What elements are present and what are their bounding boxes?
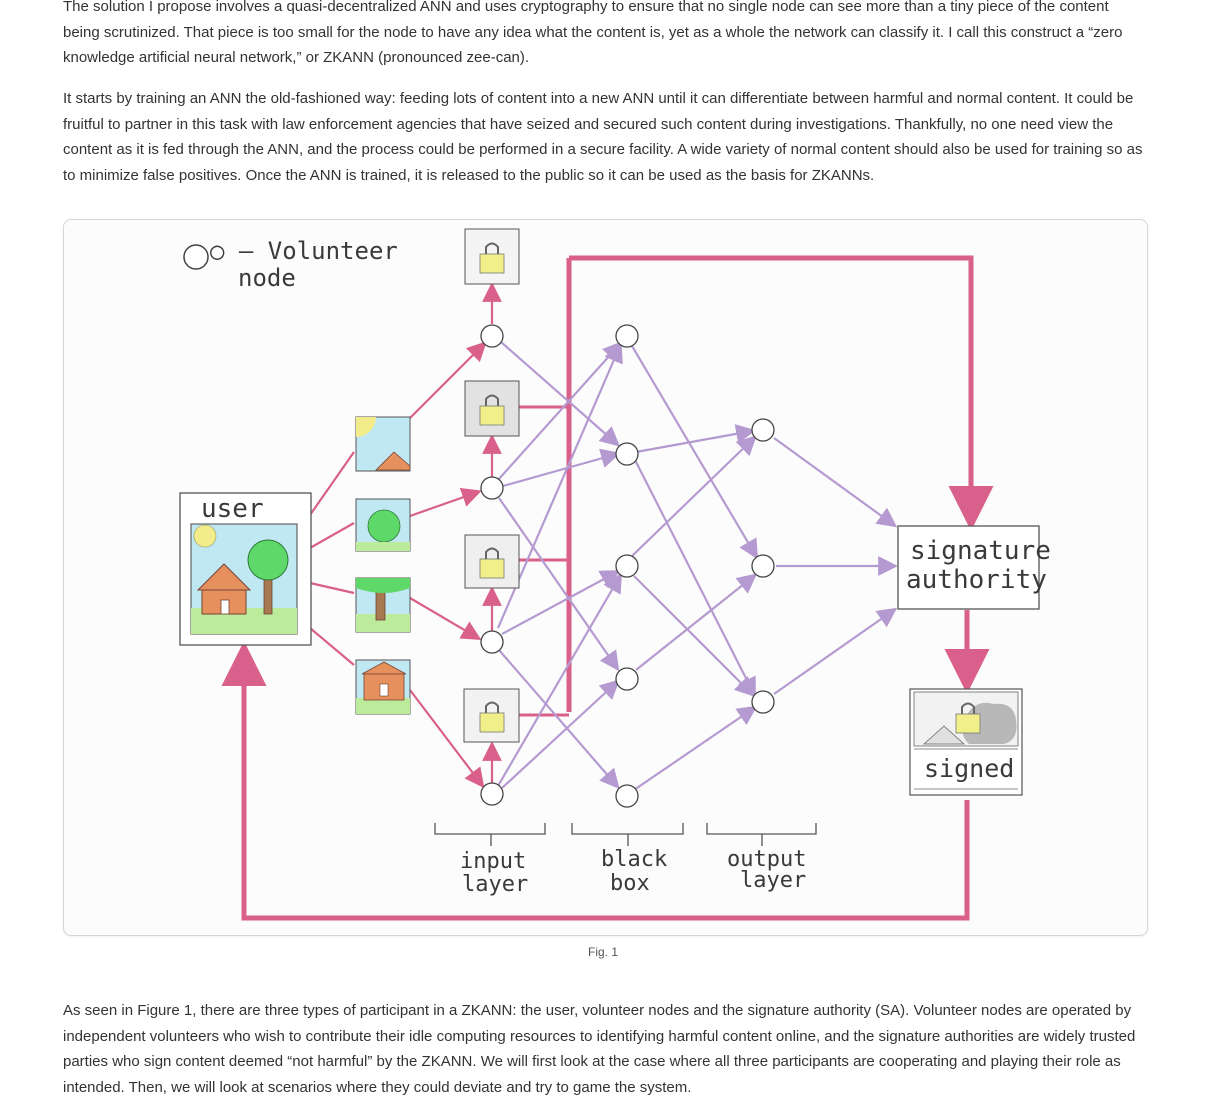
input-node xyxy=(480,782,504,806)
hidden-node xyxy=(615,667,639,691)
hidden-node xyxy=(615,442,639,466)
output-node xyxy=(751,418,775,442)
sa-label-line1: signature xyxy=(910,536,1051,566)
input-node xyxy=(480,476,504,500)
output-layer-label-line1: output xyxy=(727,847,806,872)
network-connections xyxy=(496,341,898,791)
figure-1-diagram: ○ – Volunteer node xyxy=(63,219,1148,936)
content-piece-tree xyxy=(355,498,411,552)
paragraph-solution: The solution I propose involves a quasi-… xyxy=(63,0,1123,67)
input-layer-label-line1: input xyxy=(460,849,526,874)
input-layer-label-line2: layer xyxy=(462,872,528,897)
input-node xyxy=(480,324,504,348)
user-label: user xyxy=(201,494,264,524)
paragraph-training: It starts by training an ANN the old-fas… xyxy=(63,90,1143,184)
figure-caption: Fig. 1 xyxy=(587,945,618,959)
output-node xyxy=(751,690,775,714)
user-content-image xyxy=(190,523,298,635)
hidden-node xyxy=(615,554,639,578)
content-piece-sun xyxy=(355,416,411,472)
encrypted-piece-3 xyxy=(464,534,520,589)
output-node xyxy=(751,554,775,578)
output-layer-label-line2: layer xyxy=(740,868,806,893)
input-node xyxy=(480,630,504,654)
signature-flow-lines xyxy=(221,255,994,921)
paragraph-participants: As seen in Figure 1, there are three typ… xyxy=(63,1002,1136,1096)
black-box-bracket xyxy=(571,823,684,846)
legend-label-line1: ○ – Volunteer xyxy=(210,237,398,265)
input-layer-bracket xyxy=(434,823,546,846)
content-piece-trunk xyxy=(355,577,411,633)
signed-label: signed xyxy=(924,754,1014,783)
black-box-nodes xyxy=(615,324,639,808)
hidden-node xyxy=(615,324,639,348)
legend-node-circle-icon xyxy=(183,244,209,270)
output-layer-nodes xyxy=(751,418,775,714)
encrypted-piece-2 xyxy=(464,380,520,437)
user-box: user xyxy=(179,492,312,646)
encrypted-piece-1 xyxy=(464,228,520,285)
signature-authority-box: signature authority xyxy=(897,525,1051,610)
input-layer-nodes xyxy=(480,324,504,806)
content-piece-house xyxy=(355,659,411,715)
legend-label-line2: node xyxy=(238,264,296,292)
black-box-label-line2: box xyxy=(610,871,650,896)
sa-label-line2: authority xyxy=(906,565,1047,595)
signed-content-box: signed xyxy=(909,688,1023,796)
hidden-node xyxy=(615,784,639,808)
black-box-label-line1: black xyxy=(601,847,667,872)
encrypted-piece-4 xyxy=(463,688,520,743)
output-layer-bracket xyxy=(706,823,817,846)
